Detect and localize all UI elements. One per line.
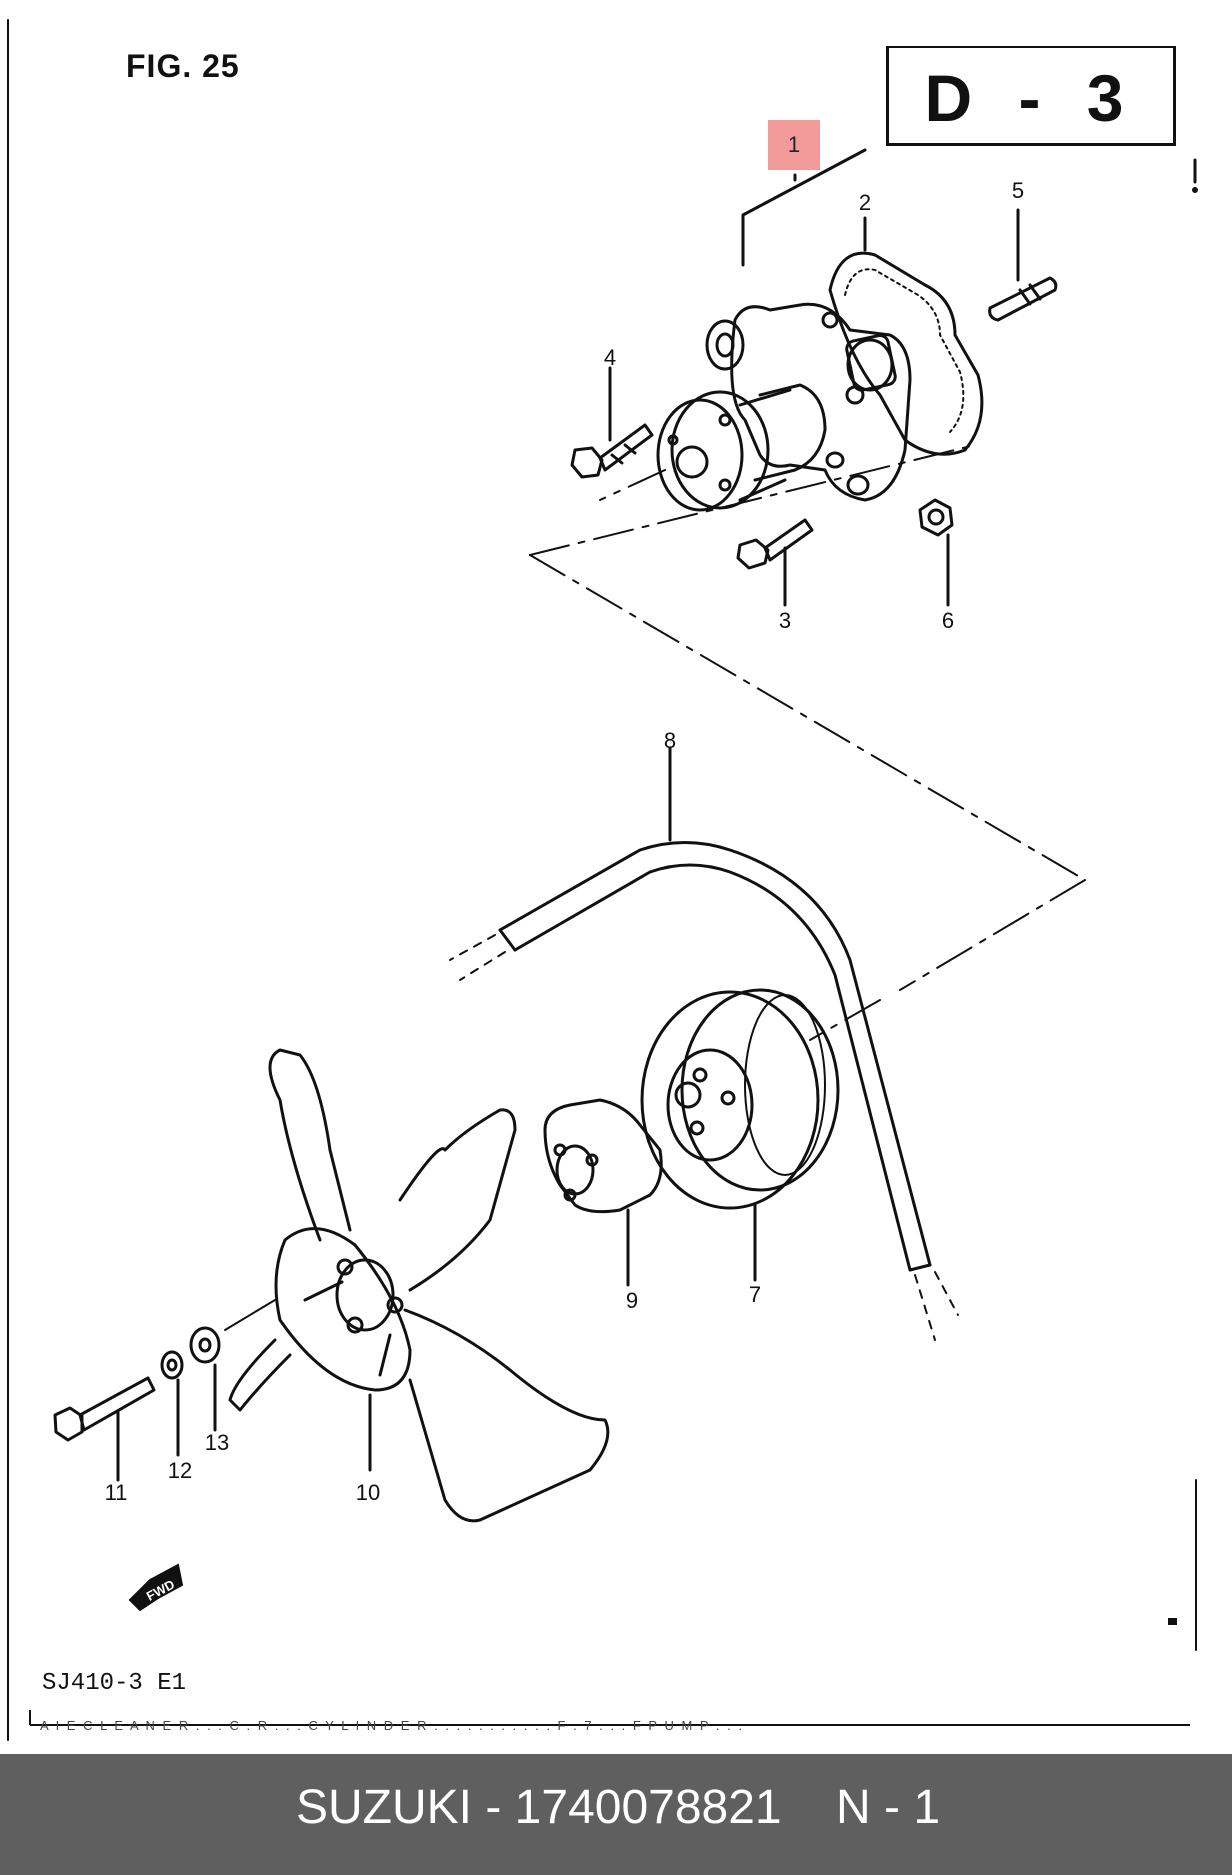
bolt-4 [570,423,654,479]
page-code: D - 3 [924,61,1138,135]
diagram-sheet: FWD FIG. 25 D - 3 1 2 3 4 5 6 7 8 9 10 1… [7,19,1198,1741]
cooling-fan-10 [224,1048,610,1523]
callout-3: 3 [778,608,792,633]
fwd-arrow: FWD [128,1563,184,1612]
bolt-3 [736,518,814,570]
pump-boss [705,319,745,371]
caption-note: N - 1 [836,1781,941,1834]
callout-bracket-1 [741,148,867,267]
model-code: SJ410-3 E1 [42,1670,187,1697]
stud-5 [988,276,1058,322]
callout-11: 11 [104,1480,128,1505]
callout-13: 13 [204,1430,230,1455]
fan-spacer-9 [543,1098,663,1287]
nut-6 [918,498,954,537]
washer-13 [189,1326,221,1432]
v-belt [498,841,932,1267]
pulley-7 [640,988,840,1282]
bolt-11 [53,1376,156,1482]
callout-8: 8 [663,728,677,753]
page-code-box: D - 3 [886,46,1176,146]
exploded-parts-diagram: FWD [7,19,1198,1741]
caption-bar: SUZUKI - 1740078821 N - 1 [0,1754,1232,1875]
figure-title: FIG. 25 [126,48,240,84]
washer-12 [160,1350,184,1457]
gasket-part [828,251,984,456]
callout-2: 2 [858,190,872,215]
water-pump-body [730,302,912,502]
callout-1-highlight: 1 [768,120,820,170]
callout-4: 4 [603,345,617,370]
callout-5: 5 [1011,178,1025,203]
callout-12: 12 [167,1458,193,1483]
callout-9: 9 [625,1288,639,1313]
callout-6: 6 [941,608,955,633]
callout-7: 7 [748,1282,762,1307]
callout-10: 10 [355,1480,381,1505]
footer-text: A I E C L E A N E R . . . C . R . . . C … [40,1718,744,1733]
caption-part-number: SUZUKI - 1740078821 [296,1781,782,1834]
pump-hub [753,383,827,482]
